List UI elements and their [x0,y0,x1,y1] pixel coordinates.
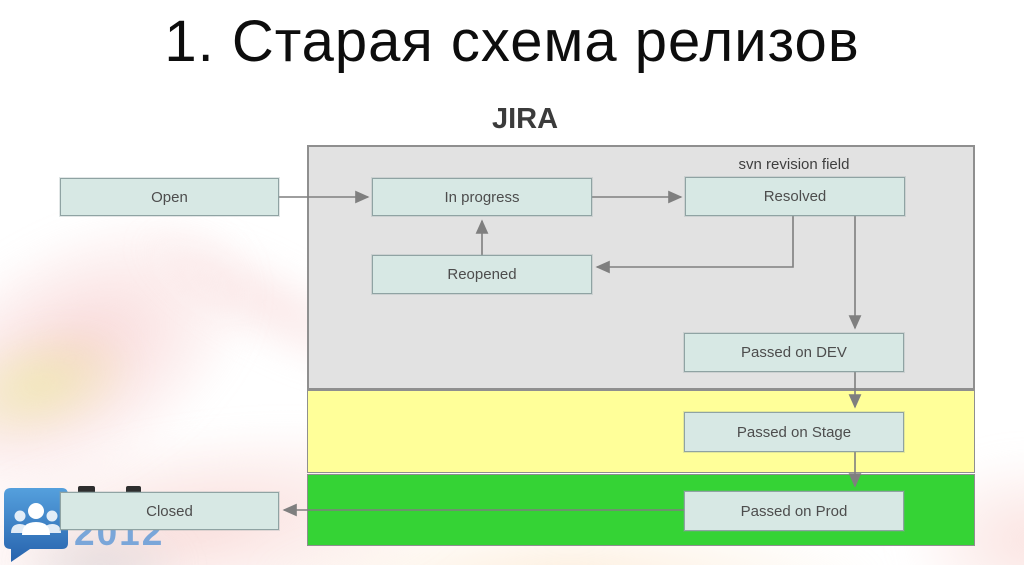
node-reopened: Reopened [372,255,592,294]
conference-logo [2,487,74,565]
obscured-text-fragment [78,486,95,496]
node-in-progress: In progress [372,178,592,216]
node-resolved: Resolved [685,177,905,216]
people-speech-bubble-icon [4,488,68,562]
node-passed-on-dev: Passed on DEV [684,333,904,372]
jira-heading: JIRA [491,103,559,135]
node-open: Open [60,178,279,216]
node-closed: Closed [60,492,279,530]
obscured-text-fragment [126,486,141,496]
slide-title: 1. Старая схема релизов [164,9,860,74]
node-passed-on-stage: Passed on Stage [684,412,904,452]
node-passed-on-prod: Passed on Prod [684,491,904,531]
svn-revision-field-label: svn revision field [738,156,850,173]
